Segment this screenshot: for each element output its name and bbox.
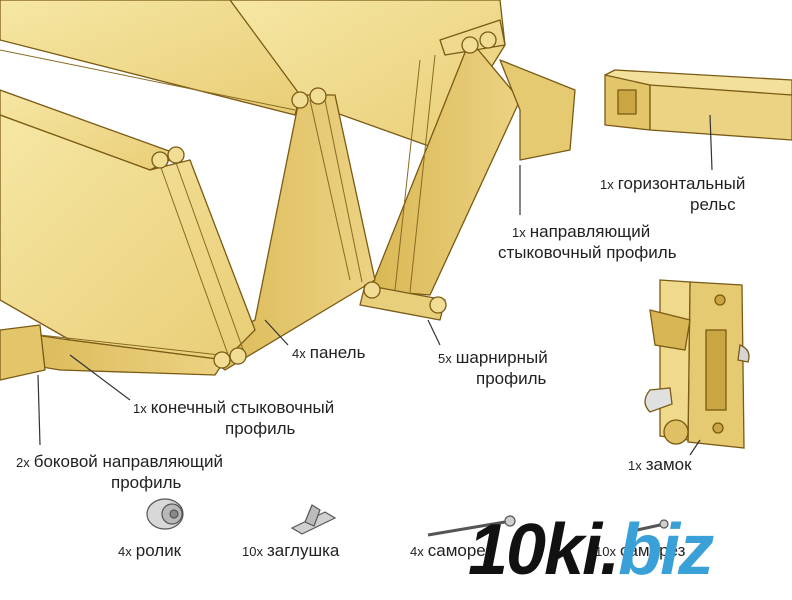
panel-right [369, 39, 521, 296]
plug-illustration [290, 504, 337, 535]
accordion-panels [0, 0, 576, 381]
leader-lines [37, 114, 713, 456]
guide-joint-profile [499, 59, 576, 161]
watermark-logo: 10ki.biz [468, 510, 714, 590]
panel-left [0, 114, 256, 361]
roller-illustration [146, 498, 184, 530]
screw-illustration-2 [627, 519, 669, 534]
horizontal-rail [604, 69, 792, 141]
hinge-bottom [359, 284, 446, 321]
lock-illustration [644, 279, 750, 449]
panel-mid-up [199, 94, 376, 371]
side-guide-profile [0, 324, 46, 381]
screw-illustration-1 [427, 515, 516, 537]
panel-front-bottom [0, 329, 226, 376]
